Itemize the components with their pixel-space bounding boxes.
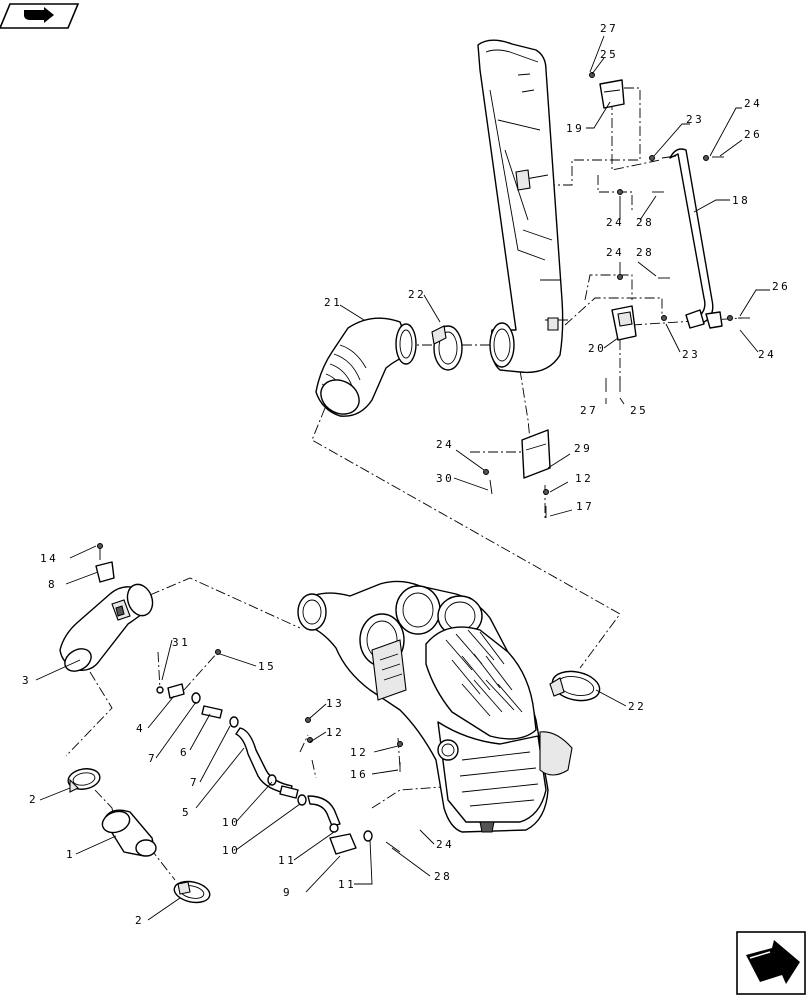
callout-22[interactable]: 22 [408,288,426,301]
callout-11[interactable]: 11 [338,878,356,891]
part-3-elbow-pipe [59,583,154,672]
callout-6[interactable]: 6 [180,746,189,759]
callout-2[interactable]: 2 [29,793,38,806]
callout-4[interactable]: 4 [136,722,145,735]
callout-24[interactable]: 24 [436,438,454,451]
callout-16[interactable]: 16 [350,768,368,781]
callout-28[interactable]: 28 [636,216,654,229]
callout-10[interactable]: 10 [222,844,240,857]
callout-26[interactable]: 26 [772,280,790,293]
callout-27[interactable]: 27 [580,404,598,417]
callout-20[interactable]: 20 [588,342,606,355]
air-cleaner-assembly [297,580,573,833]
callout-18[interactable]: 18 [732,194,750,207]
part-2-clamp-top [67,768,101,793]
callout-28[interactable]: 28 [434,870,452,883]
callout-24[interactable]: 24 [606,216,624,229]
callout-25[interactable]: 25 [630,404,648,417]
part-21-bellows-elbow [315,317,417,417]
callout-7[interactable]: 7 [148,752,157,765]
callout-21[interactable]: 21 [324,296,342,309]
callout-27[interactable]: 27 [600,22,618,35]
callout-22[interactable]: 22 [628,700,646,713]
phantom-lines [65,87,743,881]
callout-13[interactable]: 13 [326,697,344,710]
callout-24[interactable]: 24 [606,246,624,259]
callout-9[interactable]: 9 [283,886,292,899]
callout-1[interactable]: 1 [66,848,75,861]
callout-7[interactable]: 7 [190,776,199,789]
hose-line-parts [156,649,403,855]
forward-arrow-icon[interactable] [736,931,806,995]
callout-25[interactable]: 25 [600,48,618,61]
part-22-clamp-lower [549,670,601,702]
callout-17[interactable]: 17 [576,500,594,513]
callout-3[interactable]: 3 [22,674,31,687]
callout-11[interactable]: 11 [278,854,296,867]
callout-28[interactable]: 28 [636,246,654,259]
callout-31[interactable]: 31 [172,636,190,649]
callout-30[interactable]: 30 [436,472,454,485]
callout-12[interactable]: 12 [350,746,368,759]
callout-14[interactable]: 14 [40,552,58,565]
part-19-bracket [599,79,625,109]
part-29-support [521,429,551,479]
upper-fasteners [483,72,750,518]
callout-24[interactable]: 24 [758,348,776,361]
part-8-bracket [95,543,115,583]
callout-15[interactable]: 15 [258,660,276,673]
callout-labels: 1 2 2 3 4 5 6 7 7 8 9 10 10 11 11 12 12 … [22,22,790,927]
callout-19[interactable]: 19 [566,122,584,135]
callout-10[interactable]: 10 [222,816,240,829]
callout-5[interactable]: 5 [182,806,191,819]
callout-23[interactable]: 23 [682,348,700,361]
part-22-clamp-upper [431,325,463,371]
callout-8[interactable]: 8 [48,578,57,591]
callout-24[interactable]: 24 [436,838,454,851]
callout-12[interactable]: 12 [326,726,344,739]
leader-lines [35,35,770,921]
part-18-handle [661,148,723,329]
callout-24[interactable]: 24 [744,97,762,110]
callout-29[interactable]: 29 [574,442,592,455]
part-20-bracket [611,305,637,341]
part-2-clamp-bottom [173,880,211,904]
book-arrow-icon[interactable] [0,3,80,29]
part-1-coupler [101,809,157,857]
callout-12[interactable]: 12 [575,472,593,485]
callout-23[interactable]: 23 [686,113,704,126]
callout-2[interactable]: 2 [135,914,144,927]
air-intake-stack [477,39,568,374]
callout-26[interactable]: 26 [744,128,762,141]
